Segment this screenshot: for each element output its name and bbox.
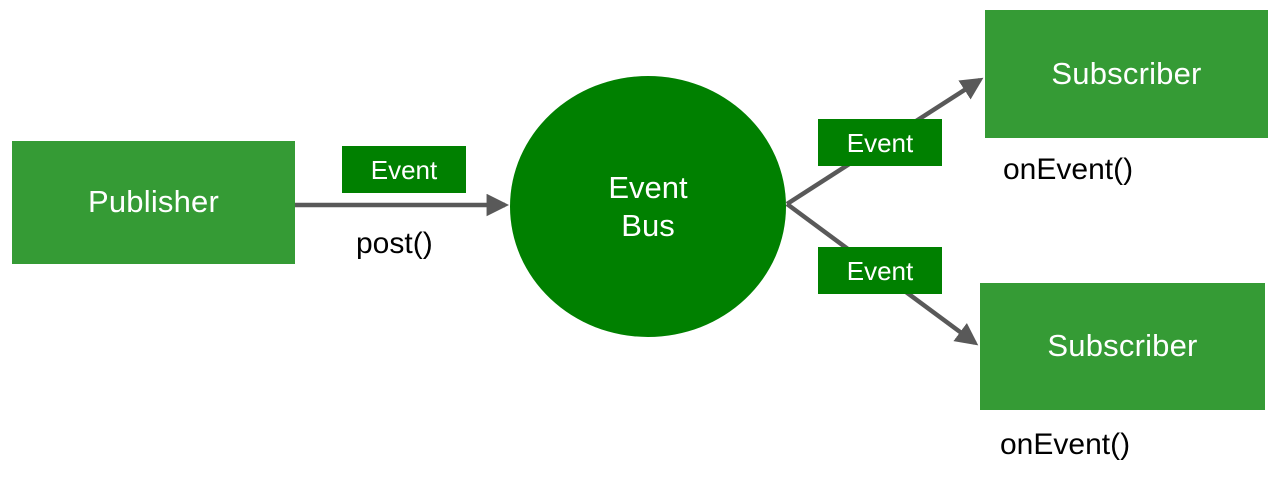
event-bus-label-line1: Event — [608, 169, 688, 205]
event-badge-deliver-bottom-label: Event — [846, 255, 914, 286]
subscriber-node-bottom-label: Subscriber — [1047, 328, 1198, 364]
event-badge-publish: Event — [342, 146, 466, 193]
subscriber-top-callback-caption: onEvent() — [1003, 153, 1134, 186]
subscriber-bottom-callback-caption: onEvent() — [1000, 428, 1131, 461]
post-method-caption: post() — [356, 227, 433, 260]
event-badge-deliver-top-label: Event — [846, 127, 914, 158]
event-badge-deliver-top: Event — [818, 119, 942, 166]
event-badge-publish-label: Event — [370, 154, 438, 185]
subscriber-node-top[interactable]: Subscriber — [985, 10, 1268, 138]
subscriber-node-bottom[interactable]: Subscriber — [980, 283, 1265, 410]
publisher-node-label: Publisher — [87, 184, 220, 220]
event-bus-label-line2: Bus — [621, 207, 675, 243]
event-badge-deliver-bottom: Event — [818, 247, 942, 294]
publisher-node[interactable]: Publisher — [12, 141, 295, 264]
subscriber-node-top-label: Subscriber — [1051, 55, 1202, 91]
event-bus-node[interactable]: Event Bus — [510, 76, 786, 337]
